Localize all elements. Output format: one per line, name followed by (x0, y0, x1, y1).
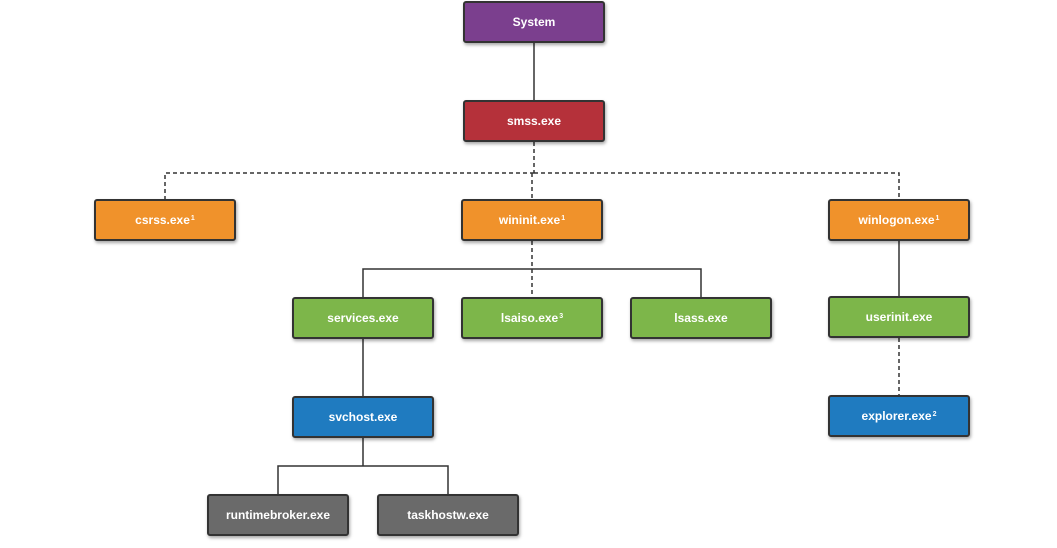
node-taskhostw: taskhostw.exe (377, 494, 519, 536)
node-lsaiso-label: lsaiso.exe (500, 311, 559, 325)
node-csrss-label: csrss.exe (135, 213, 190, 227)
node-runtimebroker-label: runtimebroker.exe (225, 508, 331, 522)
edge-smss-winlogon (534, 172, 900, 199)
node-smss: smss.exe (463, 100, 605, 142)
node-wininit-label: wininit.exe (498, 213, 561, 227)
node-services-label: services.exe (327, 311, 399, 325)
edge-svchost-runtime (277, 465, 363, 494)
node-system-label: System (512, 15, 556, 29)
node-system: System (463, 1, 605, 43)
node-services: services.exe (292, 297, 434, 339)
node-winlogon-label: winlogon.exe (858, 213, 935, 227)
edge-wininit-services (362, 268, 532, 297)
node-explorer-label: explorer.exe (861, 409, 932, 423)
edge-wininit-lsass (532, 268, 702, 297)
edge-smss-csrss (164, 172, 534, 199)
node-svchost-label: svchost.exe (328, 410, 398, 424)
node-runtimebroker: runtimebroker.exe (207, 494, 349, 536)
node-lsass: lsass.exe (630, 297, 772, 339)
node-userinit-label: userinit.exe (865, 310, 933, 324)
node-userinit: userinit.exe (828, 296, 970, 338)
node-svchost: svchost.exe (292, 396, 434, 438)
node-taskhostw-label: taskhostw.exe (407, 508, 489, 522)
edge-svchost-taskhost (363, 465, 449, 494)
node-lsass-label: lsass.exe (674, 311, 728, 325)
node-smss-label: smss.exe (506, 114, 562, 128)
